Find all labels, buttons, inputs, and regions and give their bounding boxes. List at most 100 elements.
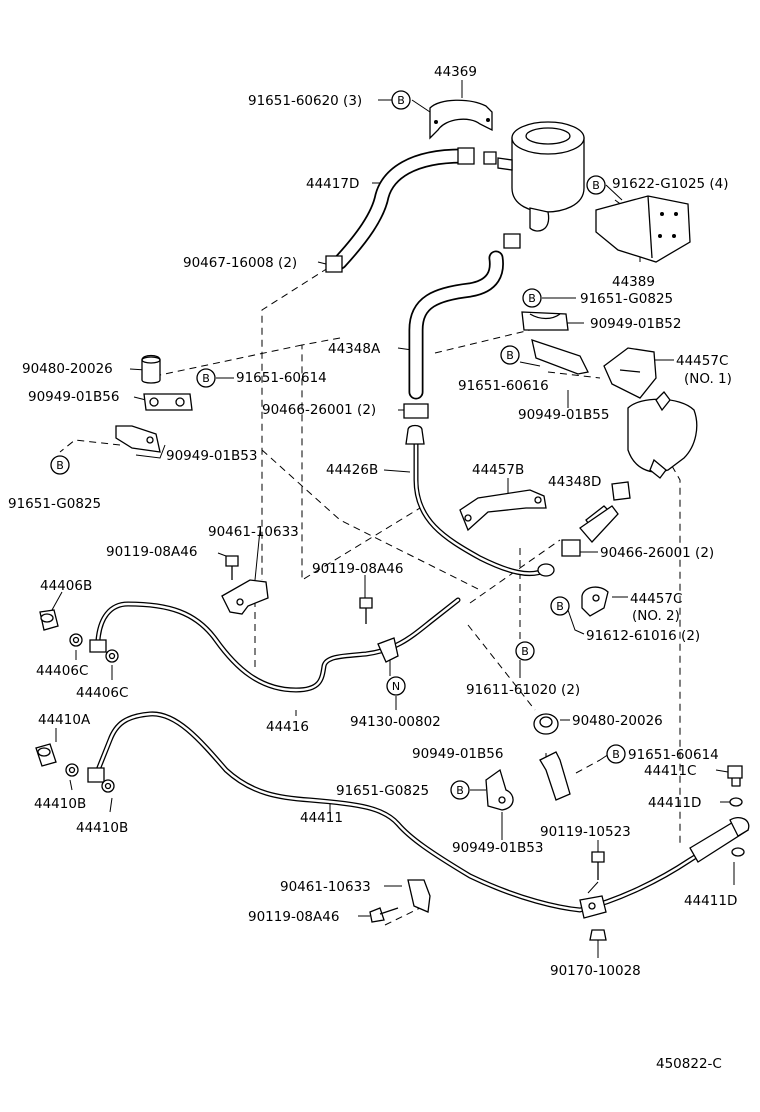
label-90119-08a46-c: 90119-08A46 xyxy=(248,909,339,925)
label-91651-60616: 91651-60616 xyxy=(458,378,549,394)
ref-marker-b: B xyxy=(586,175,606,195)
clip-44348d xyxy=(611,481,631,501)
bolt-90119-08a46-mid xyxy=(359,597,373,624)
svg-text:B: B xyxy=(202,372,210,385)
clamp-on-tube-44411 xyxy=(579,895,607,919)
pressure-hose-44426b xyxy=(405,424,555,577)
ref-marker-n: N xyxy=(386,676,406,696)
ref-marker-b: B xyxy=(515,641,535,661)
bolt-90119-08a46-bottom xyxy=(369,907,399,923)
label-90466-26001-b: 90466-26001 (2) xyxy=(600,545,714,561)
bolt-90119-08a46-top xyxy=(225,555,239,580)
gasket-44410b-a xyxy=(65,763,79,777)
svg-text:B: B xyxy=(56,459,64,472)
label-90119-10523: 90119-10523 xyxy=(540,824,631,840)
reservoir-tank xyxy=(497,121,585,232)
ref-marker-b: B xyxy=(196,368,216,388)
part-labels: 44369 91651-60620 (3) 44417D 91622-G1025… xyxy=(8,64,737,1072)
label-44416: 44416 xyxy=(266,719,309,735)
label-91651-g0825-b: 91651-G0825 xyxy=(8,496,101,512)
bracket-44457c-no2 xyxy=(581,586,609,617)
label-44406b: 44406B xyxy=(40,578,92,594)
union-bolt-44410a xyxy=(35,743,57,767)
label-44348d: 44348D xyxy=(548,474,601,490)
label-91651-60614-a: 91651-60614 xyxy=(236,370,327,386)
union-bolt-44411c xyxy=(727,765,743,787)
svg-text:B: B xyxy=(521,645,529,658)
clamp-90949-01b56-bottom xyxy=(539,751,571,801)
svg-text:B: B xyxy=(397,94,405,107)
bracket-90461-10633-top xyxy=(221,579,269,615)
bracket-44389 xyxy=(595,195,691,263)
label-90466-26001-a: 90466-26001 (2) xyxy=(262,402,376,418)
gasket-44406c-a xyxy=(69,633,83,647)
return-tube-44411 xyxy=(87,711,750,913)
suction-hose-44348a xyxy=(408,250,504,400)
label-diagram-id: 450822-C xyxy=(656,1056,722,1072)
svg-text:B: B xyxy=(556,600,564,613)
label-44417d: 44417D xyxy=(306,176,359,192)
label-44457c-no2: 44457C xyxy=(630,591,682,607)
label-44426b: 44426B xyxy=(326,462,378,478)
svg-text:B: B xyxy=(612,748,620,761)
clip-reservoir xyxy=(483,151,521,249)
nut-90170-10028 xyxy=(589,929,607,941)
ref-marker-b: B xyxy=(50,455,70,475)
label-91651-g0825-c: 91651-G0825 xyxy=(336,783,429,799)
label-44411: 44411 xyxy=(300,810,343,826)
ref-markers: B B B B B B B B N B B xyxy=(50,90,626,800)
svg-text:N: N xyxy=(392,680,400,693)
bracket-44369 xyxy=(429,99,493,140)
label-44389: 44389 xyxy=(612,274,655,290)
cushion-90480-20026 xyxy=(141,354,161,384)
gasket-44411d-b xyxy=(731,847,745,857)
cushion-90480-20026-bottom xyxy=(533,713,559,735)
label-44411d-a: 44411D xyxy=(648,795,701,811)
gasket-44410b-b xyxy=(101,779,115,793)
label-44457c-no2-qualifier: (NO. 2) xyxy=(632,608,680,624)
label-44406c-b: 44406C xyxy=(76,685,128,701)
pump-body xyxy=(627,391,698,479)
label-90480-20026-a: 90480-20026 xyxy=(22,361,113,377)
label-44457c-no1: 44457C xyxy=(676,353,728,369)
clip-90466-26001-bottom xyxy=(561,539,581,557)
label-44410b-b: 44410B xyxy=(76,820,128,836)
label-91612-61016: 91612-61016 (2) xyxy=(586,628,700,644)
label-90170-10028: 90170-10028 xyxy=(550,963,641,979)
clamp-90949-01b56-top xyxy=(143,393,193,411)
label-91651-60620: 91651-60620 (3) xyxy=(248,93,362,109)
label-90119-08a46-b: 90119-08A46 xyxy=(312,561,403,577)
label-90949-01b56-a: 90949-01B56 xyxy=(28,389,119,405)
label-90949-01b55: 90949-01B55 xyxy=(518,407,609,423)
gasket-44406c-b xyxy=(105,649,119,663)
ref-marker-b: B xyxy=(522,288,542,308)
ref-marker-b: B xyxy=(606,744,626,764)
bolt-90119-10523 xyxy=(591,851,605,880)
union-bolt-44406b xyxy=(39,609,59,631)
label-44410b-a: 44410B xyxy=(34,796,86,812)
label-90461-10633-b: 90461-10633 xyxy=(280,879,371,895)
label-90949-01b52: 90949-01B52 xyxy=(590,316,681,332)
hose-44348d xyxy=(579,505,619,543)
clamp-90949-01b53-bottom xyxy=(485,768,514,811)
ref-marker-b: B xyxy=(450,780,470,800)
label-90461-10633-a: 90461-10633 xyxy=(208,524,299,540)
label-90949-01b53-a: 90949-01B53 xyxy=(166,448,257,464)
bracket-44457b xyxy=(459,489,547,532)
label-44457c-no1-qualifier: (NO. 1) xyxy=(684,371,732,387)
label-90480-20026-b: 90480-20026 xyxy=(572,713,663,729)
svg-text:B: B xyxy=(506,349,514,362)
label-90467-16008: 90467-16008 (2) xyxy=(183,255,297,271)
svg-text:B: B xyxy=(528,292,536,305)
return-hose-44417d xyxy=(332,147,475,270)
svg-text:B: B xyxy=(456,784,464,797)
label-44457b: 44457B xyxy=(472,462,524,478)
label-44369: 44369 xyxy=(434,64,477,80)
label-90949-01b53-b: 90949-01B53 xyxy=(452,840,543,856)
bracket-90461-10633-bottom xyxy=(407,879,431,913)
label-90949-01b56-b: 90949-01B56 xyxy=(412,746,503,762)
clip-90467-16008 xyxy=(325,255,343,273)
ref-marker-b: B xyxy=(391,90,411,110)
leader-lines xyxy=(51,80,735,958)
